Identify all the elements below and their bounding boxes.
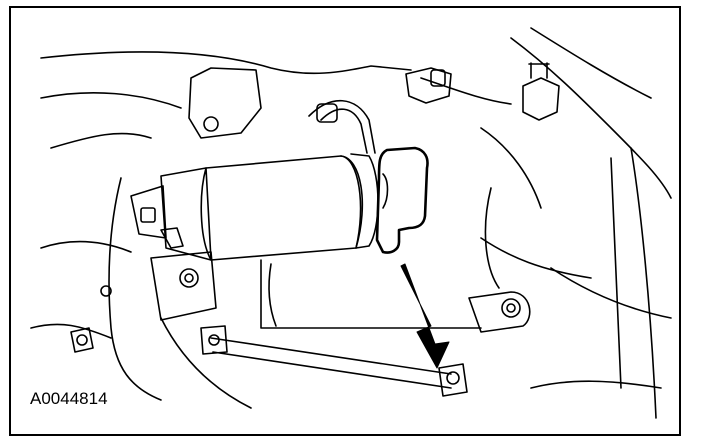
solenoid-terminal	[130, 167, 212, 261]
pointer-arrow	[400, 263, 450, 369]
line-illustration	[30, 27, 672, 419]
wire-harness	[308, 99, 376, 154]
upper-bracket	[188, 67, 452, 139]
right-bracket	[468, 187, 531, 333]
electrical-connector	[375, 146, 429, 254]
engine-block-outline	[30, 27, 672, 419]
lower-brace	[160, 317, 468, 409]
mounting-flange	[70, 177, 217, 401]
figure-reference-code: A0044814	[28, 389, 110, 409]
stud-bolt	[522, 62, 560, 121]
illustration-frame	[9, 6, 681, 436]
starter-motor-body	[200, 153, 482, 329]
